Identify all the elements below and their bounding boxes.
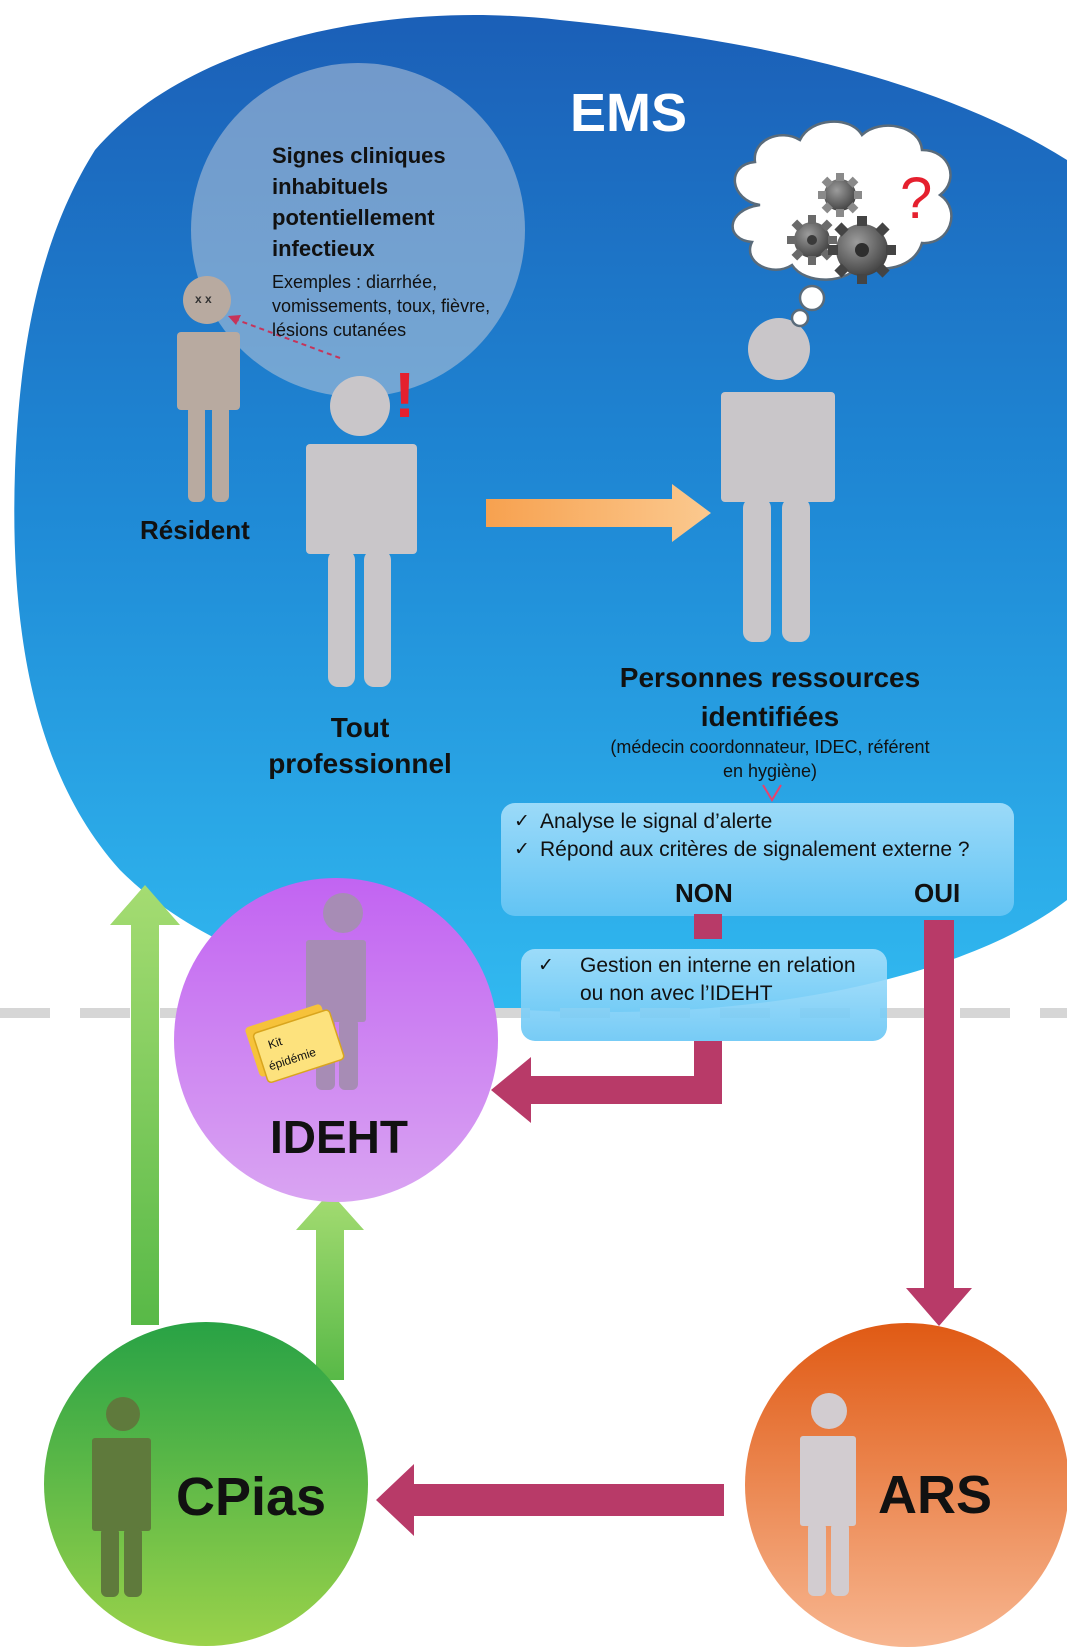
- no-label: NON: [675, 878, 733, 908]
- arrow-ars-to-cpias: [376, 1464, 724, 1536]
- analysis-list-box: Analyse le signal d’alerte Répond aux cr…: [506, 808, 1006, 864]
- resident-figure: [177, 276, 240, 502]
- resources-subtitle: (médecin coordonnateur, IDEC, référent e…: [610, 737, 930, 781]
- cpias-figure: [92, 1397, 151, 1597]
- yes-label: OUI: [914, 878, 961, 908]
- resident-label: Résident: [140, 515, 250, 545]
- internal-management-text: Gestion en interne en relation ou non av…: [530, 952, 870, 1008]
- arrow-cpias-to-ideht: [296, 1192, 364, 1380]
- ideht-label: IDEHT: [270, 1111, 408, 1163]
- resources-title: Personnes ressources identifiées: [619, 662, 921, 732]
- symptoms-title: Signes cliniques inhabituels potentielle…: [272, 143, 446, 261]
- professional-figure: [306, 376, 417, 687]
- arrow-cpias-to-ems: [110, 885, 180, 1325]
- arrow-to-ideht: [491, 1041, 722, 1123]
- cpias-label: CPias: [176, 1467, 327, 1527]
- analysis-item-criteria: Répond aux critères de signalement exter…: [506, 836, 1006, 864]
- alert-exclamation: !: [394, 359, 416, 431]
- kit-epidemie-folder: [245, 1004, 345, 1084]
- symptoms-examples: Exemples : diarrhée, vomissements, toux,…: [272, 272, 491, 340]
- internal-management-box: Gestion en interne en relation ou non av…: [530, 952, 870, 1008]
- ars-figure: [800, 1393, 856, 1596]
- ems-title: EMS: [570, 83, 688, 143]
- professional-label: Tout professionnel: [268, 712, 452, 779]
- gears-icon: [787, 173, 896, 284]
- arrow-to-ars: [906, 920, 972, 1326]
- observation-pointer: [228, 315, 341, 359]
- resource-person-figure: [721, 318, 835, 642]
- ars-label: ARS: [878, 1465, 993, 1525]
- symptoms-bubble: [191, 63, 525, 397]
- arrow-to-resources: [486, 484, 711, 542]
- subtitle-pointer: [762, 784, 782, 802]
- analysis-item-signal: Analyse le signal d’alerte: [506, 808, 1006, 836]
- question-mark: ?: [900, 166, 933, 231]
- resident-eyes: x x: [195, 292, 212, 306]
- non-connector: [694, 914, 722, 939]
